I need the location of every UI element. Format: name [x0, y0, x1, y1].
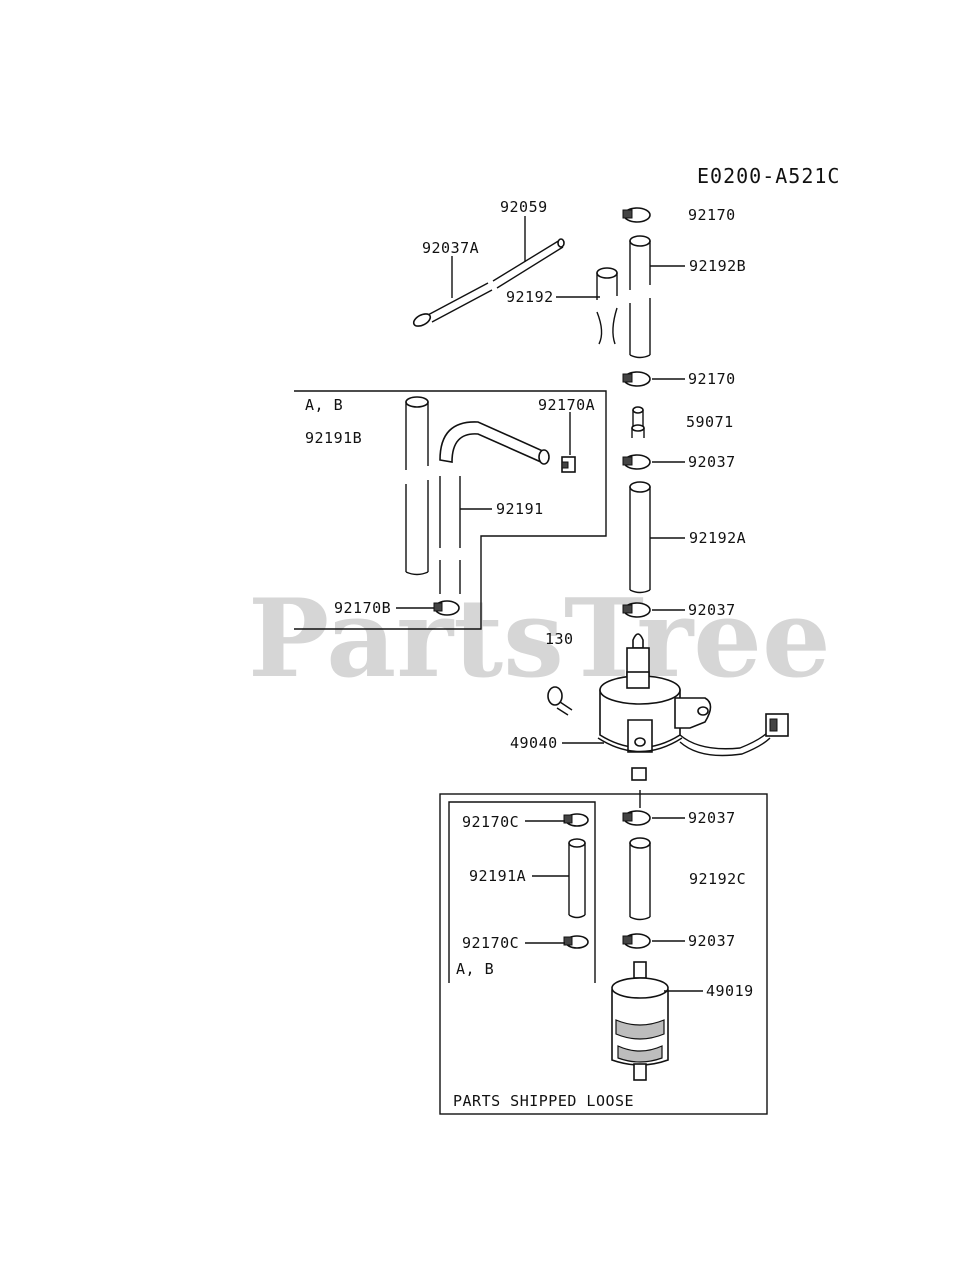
clamp-92170c-2 [563, 935, 589, 949]
label-92170-top: 92170 [688, 206, 736, 224]
label-92170a: 92170A [538, 396, 595, 414]
clamp-92170c-1 [563, 813, 589, 827]
label-92192: 92192 [506, 288, 554, 306]
label-92170b: 92170B [334, 599, 391, 617]
hose-92192c [629, 837, 651, 921]
label-ab-upper: A, B [305, 396, 343, 414]
group-box-inner-ab [448, 801, 596, 983]
label-parts-shipped-loose: PARTS SHIPPED LOOSE [453, 1092, 634, 1110]
clamp-92170-top [622, 207, 651, 223]
label-92191b: 92191B [305, 429, 362, 447]
clamp-92037-2 [622, 602, 651, 618]
watermark: PartsTree [248, 576, 831, 702]
label-130: 130 [545, 630, 574, 648]
label-92192c: 92192C [689, 870, 746, 888]
label-59071: 59071 [686, 413, 734, 431]
clamp-92170b [433, 600, 460, 616]
label-92192b: 92192B [689, 257, 746, 275]
hose-92191 [439, 421, 550, 594]
label-ab-lower: A, B [456, 960, 494, 978]
hose-92191b [405, 396, 429, 576]
wire-92037a [412, 282, 493, 327]
group-box-upper-left [294, 390, 607, 630]
clamp-92037-3 [622, 810, 651, 826]
label-49019: 49019 [706, 982, 754, 1000]
hose-92192b [629, 235, 651, 359]
clamp-92170-mid [622, 371, 651, 387]
label-92170c-1: 92170C [462, 813, 519, 831]
joint-59071 [631, 406, 645, 438]
label-92037-1: 92037 [688, 453, 736, 471]
label-92037a: 92037A [422, 239, 479, 257]
label-92059: 92059 [500, 198, 548, 216]
fuel-filter-49019 [611, 961, 669, 1081]
diagram-code: E0200-A521C [697, 164, 840, 188]
label-92191: 92191 [496, 500, 544, 518]
label-92191a: 92191A [469, 867, 526, 885]
label-49040: 49040 [510, 734, 558, 752]
group-box-shipped-loose [439, 793, 768, 1115]
fuel-pump-49040 [547, 633, 789, 781]
label-92192a: 92192A [689, 529, 746, 547]
label-92170c-2: 92170C [462, 934, 519, 952]
label-92037-3: 92037 [688, 809, 736, 827]
hose-92192 [596, 267, 618, 345]
label-92037-2: 92037 [688, 601, 736, 619]
wire-92059 [492, 238, 565, 289]
clamp-92037-1 [622, 454, 651, 470]
clamp-92037-4 [622, 933, 651, 949]
label-92170-mid: 92170 [688, 370, 736, 388]
hose-92191a [568, 838, 586, 919]
clamp-92170a [561, 456, 576, 473]
label-92037-4: 92037 [688, 932, 736, 950]
